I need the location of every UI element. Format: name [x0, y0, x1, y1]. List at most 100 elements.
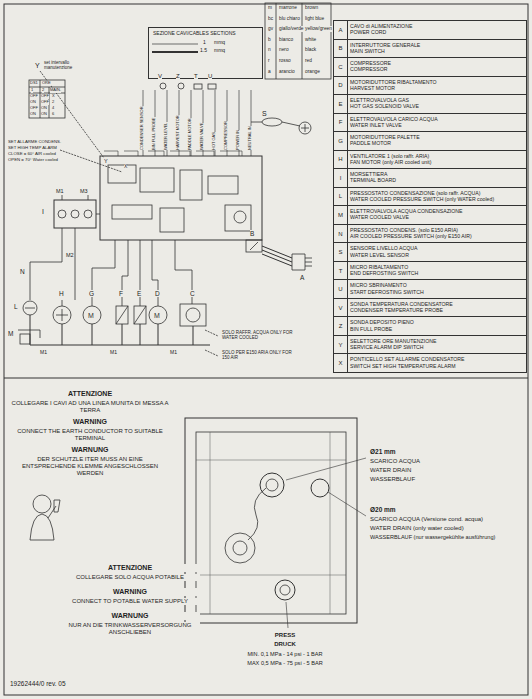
label: M2	[66, 252, 74, 258]
label: arancio	[279, 69, 295, 75]
label: 4	[52, 106, 54, 111]
description-line: SELETTORE ORE MANUTENZIONE	[350, 338, 524, 344]
row-description: MOTORIDUTTORE PALETTEPADDLE MOTOR	[350, 134, 524, 146]
description-line: MOTORIDUTTORE RIBALTAMENTO	[350, 79, 524, 85]
legend-row: BINTERRUTTORE GENERALEMAIN SWITCH	[333, 39, 527, 59]
row-description: CAVO di ALIMENTAZIONEPOWER CORD	[350, 23, 524, 35]
row-description: SONDA TEMPERATURA CONDENSATORECONDENSER …	[350, 301, 524, 313]
row-description: MICRO SBRINAMENTOSTART DEFROSTING SWITCH	[350, 282, 524, 294]
rotated-label: NEUTRAL IN	[248, 126, 253, 150]
row-description: SELETTORE ORE MANUTENZIONESERVICE ALARM …	[350, 338, 524, 350]
label: 2	[42, 88, 44, 93]
rotated-label: POWER IN	[236, 130, 241, 150]
rotated-label: HOT GAS	[212, 132, 217, 150]
description-line: AIR COOLED PRESSURE SWITCH (only E150 AI…	[350, 233, 524, 239]
label: 1	[31, 88, 33, 93]
label: ATTENZIONE	[10, 390, 170, 398]
label: OPEN = 70° Water cooled	[8, 158, 58, 163]
label: 1	[203, 40, 206, 46]
legend-row: TMICRO RIBALTAMENTOEND DEFROSTING SWITCH	[333, 261, 527, 281]
label: PRESS	[210, 632, 360, 639]
legend-row: GMOTORIDUTTORE PALETTEPADDLE MOTOR	[333, 131, 527, 151]
legend-row: FELETTROVALVOLA CARICO ACQUAWATER INLET …	[333, 113, 527, 133]
row-description: PRESSOSTATO CONDENSAZIONE (solo raffr. A…	[350, 190, 524, 202]
label: rosso	[279, 58, 291, 64]
row-letter: I	[334, 169, 348, 187]
legend-row: EELETTROVALVOLA GASHOT GAS SOLENOID VALV…	[333, 94, 527, 114]
label: M1	[170, 350, 177, 356]
label: nero	[279, 47, 289, 53]
row-letter: N	[334, 225, 348, 243]
row-description: SONDA DEPOSITO PIENOBIN FULL PROBE	[350, 319, 524, 331]
label: H	[59, 290, 64, 297]
label: DS1	[30, 81, 38, 86]
label: CLOSE = 60° AIR cooled	[8, 152, 56, 157]
description-line: WATER LEVEL SENSOR	[350, 252, 524, 258]
label: WASSERBLAUF	[370, 476, 415, 483]
label: SET HIGH TEMP ALARM	[8, 146, 57, 151]
label: MIN. 0,1 MPa - 14 psi - 1 BAR	[210, 651, 360, 657]
description-line: END DEFROSTING SWITCH	[350, 270, 524, 276]
description-line: PONTICELLO SET ALLARME CONDENSATORE	[350, 356, 524, 362]
label: NUR AN DIE TRINKWASSERVERSORGUNG ANSCHLI…	[60, 622, 200, 636]
label: WASSERBLAUF (nur wassergekühlte ausführu…	[370, 534, 520, 540]
label: V	[158, 73, 162, 80]
description-line: SERVICE ALARM DIP SWITCH	[350, 344, 524, 350]
label: black	[305, 47, 316, 53]
description-line: POWER CORD	[350, 29, 524, 35]
rotated-label: WATER VALVE	[200, 123, 205, 150]
row-letter: M	[334, 206, 348, 224]
legend-row: DMOTORIDUTTORE RIBALTAMENTOHARVEST MOTOR	[333, 76, 527, 96]
description-line: MOTORIDUTTORE PALETTE	[350, 134, 524, 140]
label: bianco	[279, 37, 293, 43]
label: n	[268, 47, 271, 53]
rotated-label: CONDENSER SENSOR	[140, 106, 145, 150]
label: MAX 0,5 MPa - 75 psi - 5 BAR	[210, 660, 360, 666]
label: red	[305, 58, 312, 64]
label: G	[89, 290, 94, 297]
legend-row: HVENTILATORE 1 (solo raffr. ARIA)FAN MOT…	[333, 150, 527, 170]
legend-row: MELETTROVALVOLA ACQUA CONDENSAZIONEWATER…	[333, 205, 527, 225]
row-letter: A	[334, 21, 348, 39]
rotated-label: PADDLE MOTOR	[188, 118, 193, 150]
row-letter: E	[334, 95, 348, 113]
label: C	[190, 290, 195, 297]
description-line: SONDA TEMPERATURA CONDENSATORE	[350, 301, 524, 307]
description-line: ELETTROVALVOLA GAS	[350, 97, 524, 103]
label: M1	[56, 188, 64, 194]
description-line: VENTILATORE 1 (solo raffr. ARIA)	[350, 153, 524, 159]
label: b	[268, 37, 271, 43]
row-letter: T	[334, 262, 348, 280]
legend-row: NPRESSOSTATO CONDENS. (solo E150 ARIA)AI…	[333, 224, 527, 244]
label: ON	[30, 112, 36, 117]
label: I	[42, 208, 44, 216]
row-description: MORSETTIERATERMINAL BOARD	[350, 171, 524, 183]
row-letter: Z	[334, 317, 348, 335]
legend-row: ACAVO di ALIMENTAZIONEPOWER CORD	[333, 20, 527, 40]
rotated-label: BIN FULL PROBE	[152, 117, 157, 150]
row-description: INTERRUTTORE GENERALEMAIN SWITCH	[350, 42, 524, 54]
label: mmq	[214, 48, 225, 54]
box-title: SEZIONE CAVI/CABLES SECTIONS	[153, 30, 236, 36]
description-line: TERMINAL BOARD	[350, 177, 524, 183]
label: MAIN.	[50, 88, 61, 93]
label: brown	[305, 5, 318, 11]
row-letter: D	[334, 77, 348, 95]
label: Ø20 mm	[370, 506, 396, 513]
description-line: COMPRESSORE	[350, 60, 524, 66]
description-line: MICRO RIBALTAMENTO	[350, 264, 524, 270]
row-description: VENTILATORE 1 (solo raffr. ARIA)FAN MOTO…	[350, 153, 524, 165]
row-description: MICRO RIBALTAMENTOEND DEFROSTING SWITCH	[350, 264, 524, 276]
description-line: PADDLE MOTOR	[350, 140, 524, 146]
label: blu chiaro	[279, 16, 300, 22]
label: ATTENZIONE	[60, 564, 200, 572]
description-line: MORSETTIERA	[350, 171, 524, 177]
description-line: BIN FULL PROBE	[350, 326, 524, 332]
label: COLLEGARE I CAVI AD UNA LINEA MUNITA DI …	[10, 400, 170, 414]
label: m	[268, 5, 272, 11]
rotated-label: COMPRESSOR	[224, 121, 229, 150]
legend-row: VSONDA TEMPERATURA CONDENSATORECONDENSER…	[333, 298, 527, 318]
legend-row: IMORSETTIERATERMINAL BOARD	[333, 168, 527, 188]
label: Z	[176, 73, 180, 80]
row-description: ELETTROVALVOLA CARICO ACQUAWATER INLET V…	[350, 116, 524, 128]
